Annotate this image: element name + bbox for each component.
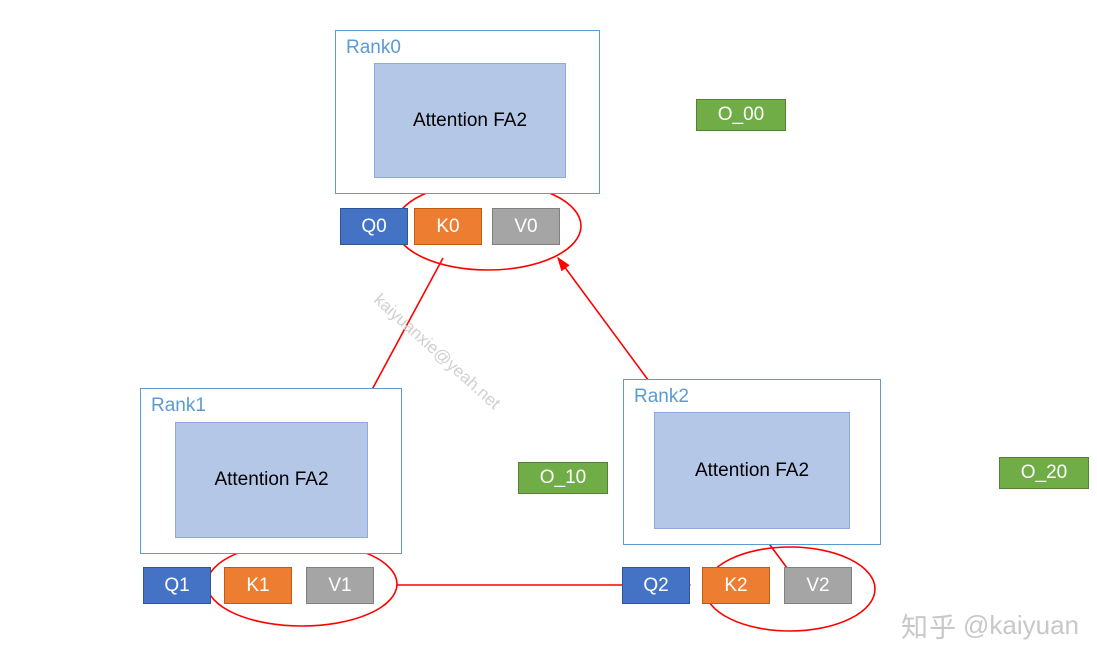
rank0-token-v0[interactable]: V0 (492, 208, 560, 245)
zhihu-logo: 知乎 (900, 613, 957, 643)
rank1-label: Rank1 (151, 395, 206, 416)
zhihu-username: @kaiyuan (962, 610, 1079, 640)
output-o00[interactable]: O_00 (696, 99, 786, 131)
rank2-container[interactable]: Rank2 Attention FA2 (623, 379, 881, 545)
rank0-token-q0[interactable]: Q0 (340, 208, 408, 245)
output-o20[interactable]: O_20 (999, 457, 1089, 489)
watermark-zhihu: 知乎 @kaiyuan (901, 606, 1079, 645)
rank1-token-q1[interactable]: Q1 (143, 567, 211, 604)
rank1-container[interactable]: Rank1 Attention FA2 (140, 388, 402, 554)
rank1-token-v1[interactable]: V1 (306, 567, 374, 604)
rank2-token-k2[interactable]: K2 (702, 567, 770, 604)
rank2-label: Rank2 (634, 386, 689, 407)
output-o10[interactable]: O_10 (518, 462, 608, 494)
rank1-token-k1[interactable]: K1 (224, 567, 292, 604)
rank2-token-q2[interactable]: Q2 (622, 567, 690, 604)
rank1-attention-block[interactable]: Attention FA2 (175, 422, 368, 538)
rank0-label: Rank0 (346, 37, 401, 58)
rank2-token-v2[interactable]: V2 (784, 567, 852, 604)
rank0-attention-block[interactable]: Attention FA2 (374, 63, 566, 178)
rank0-token-k0[interactable]: K0 (414, 208, 482, 245)
rank2-attention-block[interactable]: Attention FA2 (654, 412, 850, 529)
rank0-container[interactable]: Rank0 Attention FA2 (335, 30, 600, 194)
